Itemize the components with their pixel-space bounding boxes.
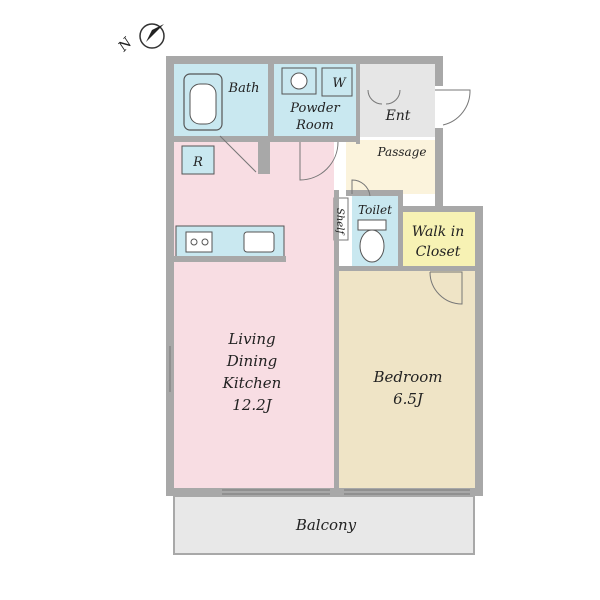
compass-label: N [115, 34, 136, 55]
doors [219, 89, 471, 305]
washer-pan [321, 67, 353, 97]
bedroom-label-2: 6.5J [393, 390, 424, 408]
entrance-floor [360, 64, 435, 137]
passage-floor [346, 140, 435, 194]
shelf-label: Shelf [334, 208, 345, 236]
walk-in-closet-floor [402, 210, 475, 268]
walk-in-closet-label-2: Closet [416, 244, 461, 260]
refrigerator-label: R [192, 155, 203, 170]
stove-burner [190, 238, 198, 246]
bedroom-floor [338, 270, 475, 490]
fridge-space [181, 145, 215, 175]
stove-burner [201, 238, 209, 246]
toilet-tank [357, 219, 387, 231]
powder-room-label-2: Room [295, 118, 334, 133]
ldk-label-2: Dining [226, 352, 278, 370]
passage-label: Passage [377, 145, 427, 159]
stove [185, 231, 213, 253]
walk-in-closet-label-1: Walk in [412, 224, 464, 240]
windows [169, 346, 470, 495]
ldk-label-4: 12.2J [232, 396, 272, 414]
washer-label: W [332, 76, 347, 91]
kitchen-sink [243, 231, 275, 253]
walls [166, 56, 483, 496]
ldk-label-3: Kitchen [222, 374, 282, 392]
toilet-bowl [359, 229, 385, 263]
bath-label: Bath [228, 81, 260, 96]
toilet-label: Toilet [358, 203, 392, 217]
balcony-label: Balcony [295, 516, 357, 534]
sink-basin [290, 72, 308, 90]
ldk-label-1: Living [227, 330, 275, 348]
powder-room-label-1: Powder [289, 101, 340, 116]
ldk-floor [174, 140, 334, 490]
entrance-label: Ent [385, 108, 411, 124]
bedroom-label-1: Bedroom [373, 368, 443, 386]
bathtub-basin [189, 83, 217, 125]
compass: N [115, 23, 165, 56]
